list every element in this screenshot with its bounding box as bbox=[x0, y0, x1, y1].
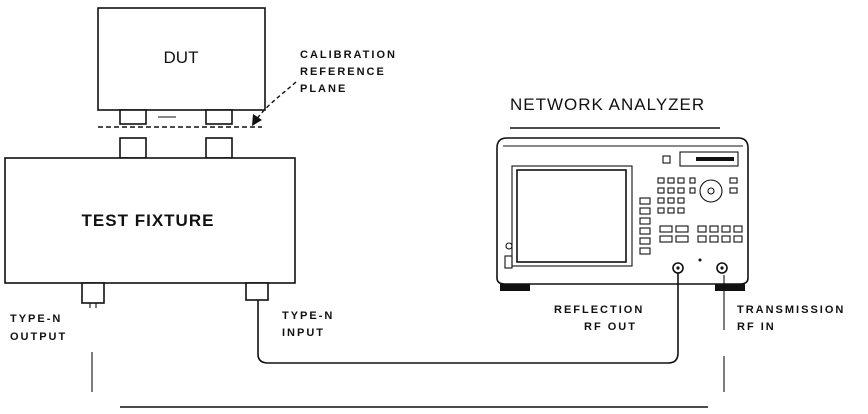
svg-text:TRANSMISSION: TRANSMISSION bbox=[737, 304, 845, 316]
svg-text:TYPE-N: TYPE-N bbox=[10, 313, 62, 325]
svg-text:OUTPUT: OUTPUT bbox=[10, 331, 67, 343]
fixture-top-left-connector bbox=[119, 137, 147, 159]
keypad bbox=[657, 177, 696, 214]
svg-text:CALIBRATION: CALIBRATION bbox=[300, 49, 397, 61]
svg-text:PLANE: PLANE bbox=[300, 83, 347, 95]
floppy-drive bbox=[679, 151, 739, 167]
fixture-top-right-connector bbox=[205, 137, 233, 159]
svg-text:INPUT: INPUT bbox=[282, 327, 325, 339]
svg-text:REFERENCE: REFERENCE bbox=[300, 66, 386, 78]
dut-left-connector bbox=[119, 109, 147, 125]
dut-label: DUT bbox=[164, 48, 199, 67]
softkeys bbox=[639, 197, 651, 255]
rotary-knob bbox=[699, 179, 723, 203]
reflection-rf-out-label: REFLECTION RF OUT bbox=[554, 304, 644, 333]
svg-text:REFLECTION: REFLECTION bbox=[554, 304, 644, 316]
function-keys bbox=[659, 225, 743, 243]
type-n-input-label: TYPE-N INPUT bbox=[282, 310, 334, 339]
dut-right-connector bbox=[205, 109, 233, 125]
svg-text:TYPE-N: TYPE-N bbox=[282, 310, 334, 322]
test-fixture: TEST FIXTURE bbox=[4, 157, 296, 284]
analyzer-screen bbox=[516, 169, 627, 263]
network-analyzer-title: NETWORK ANALYZER bbox=[510, 95, 705, 114]
svg-text:RF OUT: RF OUT bbox=[584, 321, 637, 333]
type-n-input-connector bbox=[245, 282, 269, 301]
calibration-arrow bbox=[255, 81, 297, 121]
network-analyzer bbox=[496, 137, 749, 291]
fixture-label: TEST FIXTURE bbox=[82, 211, 215, 230]
type-n-output-label: TYPE-N OUTPUT bbox=[10, 313, 67, 343]
dut-box: DUT bbox=[97, 7, 266, 125]
type-n-output-connector bbox=[81, 282, 105, 304]
rf-cable bbox=[257, 273, 679, 364]
svg-text:RF IN: RF IN bbox=[737, 321, 776, 333]
transmission-rf-in-label: TRANSMISSION RF IN bbox=[737, 304, 845, 333]
calibration-label: CALIBRATION REFERENCE PLANE bbox=[300, 49, 397, 95]
